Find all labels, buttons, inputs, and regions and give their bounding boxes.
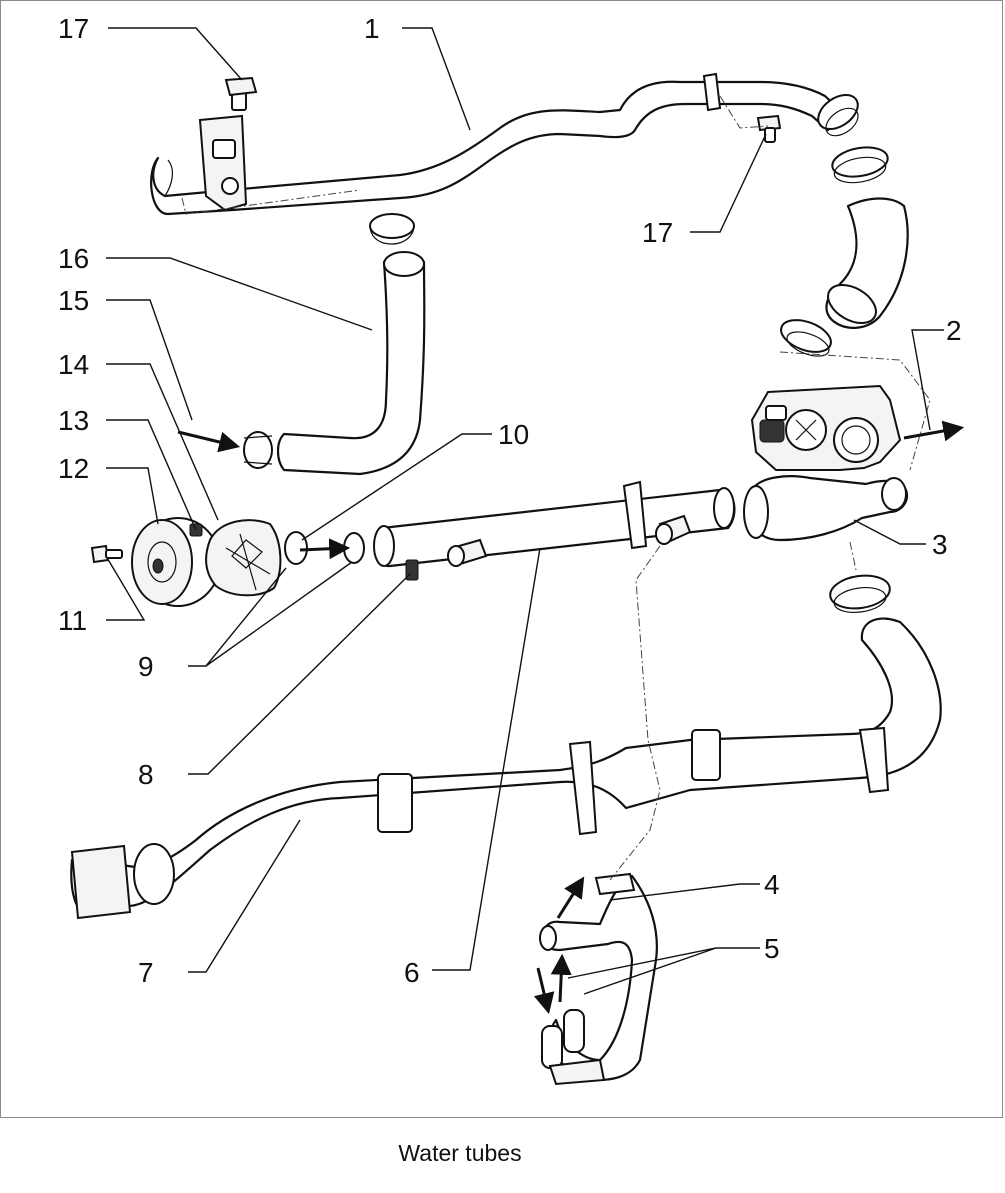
coolant-hose-16: [243, 213, 426, 476]
thermostat-housing: [750, 384, 902, 471]
callout-5: 5: [764, 933, 780, 964]
callout-4: 4: [764, 869, 780, 900]
figure-caption: Water tubes: [398, 1140, 522, 1166]
callout-6: 6: [404, 957, 420, 988]
coolant-tube-6: [373, 480, 736, 581]
callout-14: 14: [58, 349, 89, 380]
callout-9: 9: [138, 651, 154, 682]
bolt-17-right: [756, 114, 782, 143]
callout-17-right: 17: [642, 217, 673, 248]
leader-lines: [105, 27, 944, 995]
arrows: [177, 420, 965, 1015]
upper-right-hose: [780, 146, 909, 357]
callout-12: 12: [58, 453, 89, 484]
upper-coolant-pipe: [150, 72, 859, 216]
callout-labels: 17 1 17 16 15 2 14 13 10 12 3 11 9 8 4 5…: [58, 13, 962, 988]
assembly-lines: [181, 95, 931, 881]
callout-10: 10: [498, 419, 529, 450]
coolant-flange-3: [743, 475, 909, 542]
bolt-11: [90, 544, 123, 564]
water-tubes-diagram: 17 1 17 16 15 2 14 13 10 12 3 11 9 8 4 5…: [58, 13, 965, 1086]
pulley-12: [131, 517, 221, 607]
callout-2: 2: [946, 315, 962, 346]
callout-1: 1: [364, 13, 380, 44]
callout-11: 11: [58, 605, 87, 636]
coolant-pipe-4: [539, 872, 658, 1086]
callout-16: 16: [58, 243, 89, 274]
bolt-17-left: [224, 76, 258, 111]
callout-17-top-left: 17: [58, 13, 89, 44]
callout-7: 7: [138, 957, 154, 988]
callout-8: 8: [138, 759, 154, 790]
coolant-pipe-7: [70, 574, 942, 920]
callout-15: 15: [58, 285, 89, 316]
callout-3: 3: [932, 529, 948, 560]
water-pump-14: [205, 519, 282, 597]
callout-13: 13: [58, 405, 89, 436]
